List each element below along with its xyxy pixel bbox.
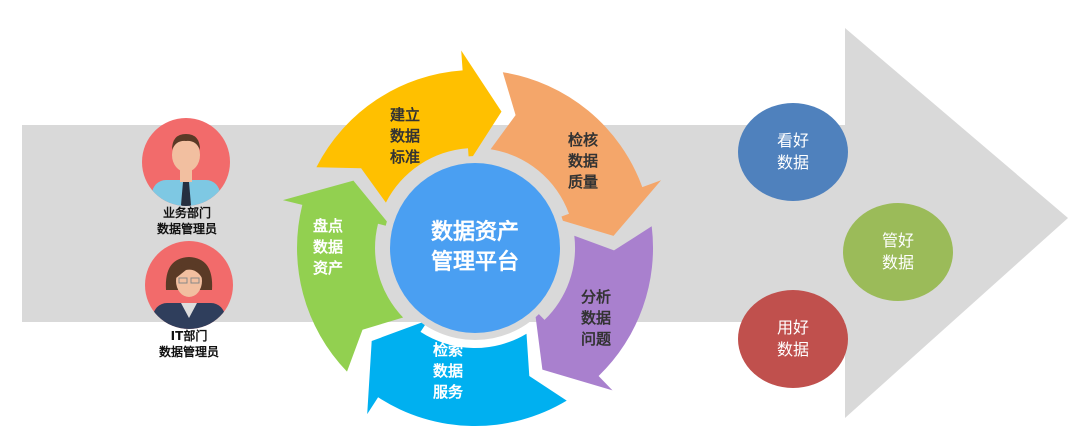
segment-inventory-assets xyxy=(282,180,404,372)
cycle-label-analyze-issues: 分析 数据 问题 xyxy=(581,288,612,348)
segment-analyze-issues xyxy=(534,226,654,391)
cycle-label-check-quality: 检核 数据 质量 xyxy=(568,131,599,191)
segment-check-quality xyxy=(490,72,662,236)
person-label-business: 业务部门 数据管理员 xyxy=(156,206,217,236)
person-label-it: IT部门 数据管理员 xyxy=(158,329,219,359)
cycle-ring xyxy=(282,50,662,427)
goal-use-data: 用好 数据 xyxy=(738,290,848,388)
segment-search-service xyxy=(367,320,567,427)
cycle-label-inventory-assets: 盘点 数据 资产 xyxy=(313,217,344,277)
cycle-label-establish-standard: 建立 数据 标准 xyxy=(390,106,421,166)
goal-see-data: 看好 数据 xyxy=(738,103,848,201)
male-avatar-icon xyxy=(142,118,230,206)
segment-establish-standard xyxy=(316,50,502,203)
cycle-label-search-service: 检索 数据 服务 xyxy=(433,341,464,401)
goal-manage-data: 管好 数据 xyxy=(843,203,953,301)
female-avatar-icon xyxy=(145,241,233,329)
center-platform: 数据资产 管理平台 xyxy=(390,163,560,333)
